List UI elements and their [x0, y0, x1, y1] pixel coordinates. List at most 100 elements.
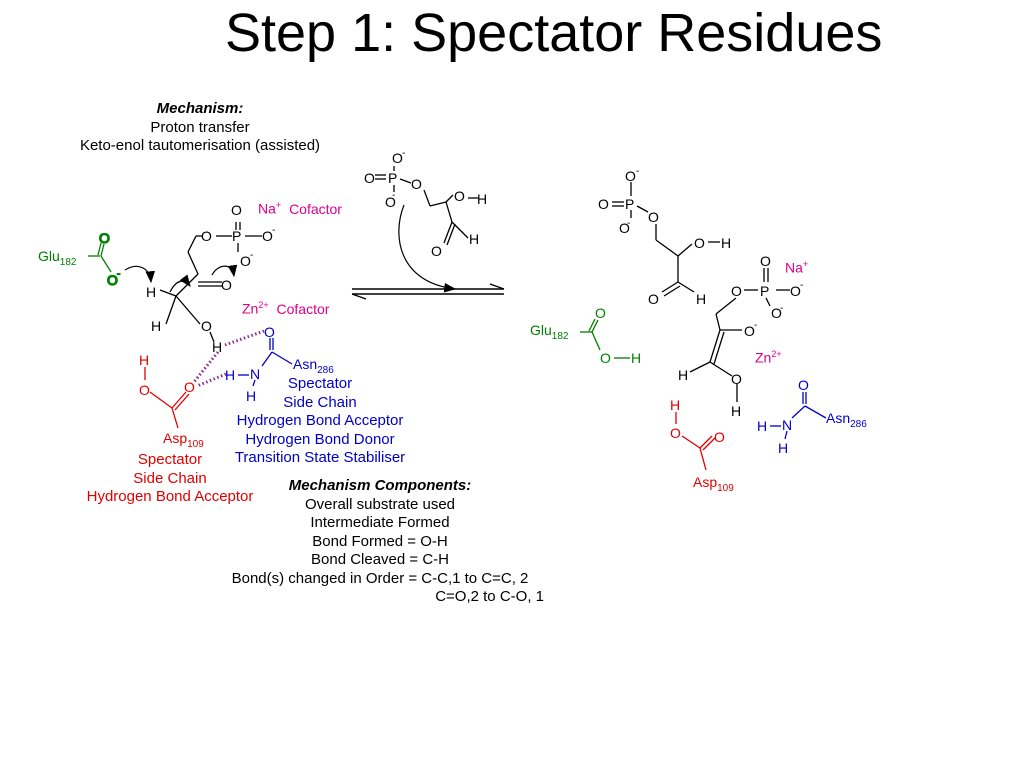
asn-name: Asn [826, 410, 851, 426]
enol-h: H [731, 403, 741, 419]
glu-carbonyl-o: O [595, 305, 606, 321]
aldehyde-h: H [696, 291, 706, 307]
phosphorus: P [232, 228, 241, 244]
mechanism-line: Proton transfer [150, 118, 250, 136]
glu-hydroxyl-h: H [631, 350, 641, 366]
phosphate-o: O [771, 305, 782, 321]
asn-role: Transition State Stabiliser [234, 449, 406, 466]
phosphate-o: O [364, 170, 375, 186]
asp-h: H [139, 352, 149, 368]
asn-role: Hydrogen Bond Acceptor [236, 412, 404, 429]
components-line: Bond Cleaved = C-H [311, 551, 449, 568]
asp-number: 109 [187, 438, 204, 450]
na-label-right: Na+ [785, 256, 808, 276]
hydroxyl-o: O [201, 318, 212, 334]
glu-carboxylate-o: O [107, 272, 118, 288]
charge-minus: - [800, 280, 803, 291]
zn-symbol: Zn [755, 349, 772, 366]
glu-hydroxyl-o: O [600, 350, 611, 366]
asn-amide-n: N [250, 366, 260, 382]
phosphate-o: O [385, 194, 396, 210]
na-symbol: Na [258, 200, 276, 217]
asn-name: Asn [293, 356, 318, 372]
glu-label: Glu182 [38, 248, 76, 271]
phosphate-o: O [790, 283, 801, 299]
equilibrium-arrow [351, 283, 505, 300]
asn-amide-h: H [246, 388, 256, 404]
glu-name: Glu [530, 322, 552, 338]
asp-h: H [670, 397, 680, 413]
asp-hydroxyl-o: O [670, 425, 681, 441]
asp-residue-left [144, 367, 190, 429]
na-cofactor-label: Na+ Cofactor [258, 197, 342, 217]
components-line: Bond(s) changed in Order = C-C,1 to C=C,… [231, 569, 529, 587]
hydroxyl-h: H [212, 339, 222, 355]
hydrogen-bonds [192, 329, 265, 388]
phosphate-o: O [262, 228, 273, 244]
charge-minus: - [627, 218, 630, 229]
asn-number: 286 [317, 364, 334, 376]
asp-roles: Spectator Side Chain Hydrogen Bond Accep… [70, 451, 270, 507]
curved-arrow [169, 274, 191, 293]
asp-name: Asp [693, 474, 718, 490]
charge-minus: - [117, 269, 120, 280]
hydroxyl-h: H [721, 235, 731, 251]
cofactor-word: Cofactor [289, 200, 342, 217]
asp-carbonyl-o: O [714, 429, 725, 445]
curved-arrow [124, 265, 156, 284]
charge-minus: - [250, 250, 253, 261]
asn-label: Asn286 [293, 356, 334, 379]
mechanism-line: Keto-enol tautomerisation (assisted) [79, 137, 321, 154]
mechanism-block: Mechanism: Proton transfer Keto-enol tau… [60, 100, 340, 156]
charge-minus: - [636, 166, 639, 177]
phosphate-o: O [240, 253, 251, 269]
carbonyl-o: O [221, 277, 232, 293]
asn-amide-h: H [225, 367, 235, 383]
asn-number: 286 [850, 418, 867, 430]
asp-role: Side Chain [133, 469, 207, 487]
mechanism-heading: Mechanism: [156, 100, 244, 117]
glu-carbonyl-o: O [99, 230, 110, 246]
hydroxyl-o: O [694, 235, 705, 251]
charge-minus: - [754, 320, 757, 331]
components-line: Intermediate Formed [310, 514, 450, 531]
asp-number: 109 [717, 482, 734, 494]
aldehyde-o: O [431, 243, 442, 259]
asn-role: Spectator [287, 375, 353, 392]
charge-minus: - [780, 303, 783, 314]
asp-role: Spectator [137, 451, 203, 468]
na-charge: + [275, 200, 282, 210]
asn-residue-right [770, 392, 827, 440]
ester-o: O [731, 283, 742, 299]
na-charge: + [802, 259, 809, 269]
na-symbol: Na [785, 259, 803, 276]
asn-label-right: Asn286 [826, 410, 867, 433]
asn-carbonyl-o: O [798, 377, 809, 393]
charge-minus: - [392, 190, 395, 201]
cofactor-word: Cofactor [276, 300, 330, 317]
phosphate-o: O [231, 202, 242, 218]
asn-amide-n: N [782, 417, 792, 433]
asp-hydroxyl-o: O [139, 382, 150, 398]
ester-o: O [648, 209, 659, 225]
glu-number: 182 [551, 330, 569, 342]
aldehyde-h: H [469, 231, 479, 247]
asn-carbonyl-o: O [264, 324, 275, 340]
ester-o: O [411, 176, 422, 192]
glu-label-right: Glu182 [530, 322, 568, 345]
substrate-left [159, 222, 262, 343]
asp-role: Hydrogen Bond Acceptor [86, 488, 254, 505]
substrate-entry-arrow [398, 204, 457, 293]
components-line: Bond Formed = O-H [312, 532, 448, 550]
curved-arrow [211, 264, 238, 278]
asn-role: Side Chain [283, 393, 357, 411]
asn-amide-h: H [757, 418, 767, 434]
glu-residue-left: O O - [88, 229, 121, 289]
phosphorus: P [760, 283, 769, 299]
h-atom: H [151, 318, 161, 334]
slide-title: Step 1: Spectator Residues [225, 3, 883, 63]
substrate-right-top [612, 182, 720, 297]
asn-amide-h: H [778, 440, 788, 456]
